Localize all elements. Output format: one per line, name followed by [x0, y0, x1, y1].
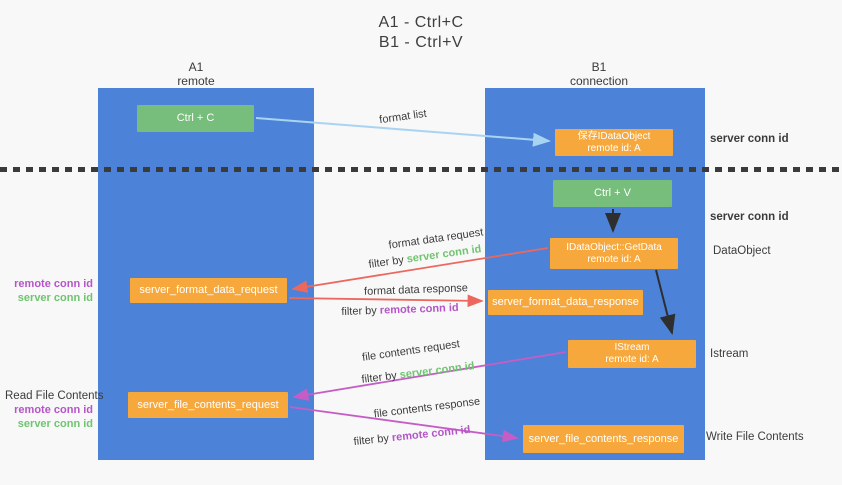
format-data-response-label: format data response: [363, 282, 469, 298]
filter-by-server-conn-id-label-1: filter byserver conn id: [368, 243, 482, 271]
server-format-data-response-label: server_format_data_response: [492, 296, 639, 308]
remote-conn-id-left-2: remote conn id: [14, 404, 93, 416]
server-format-data-request-label: server_format_data_request: [139, 284, 278, 296]
remote-conn-id-term: remote conn id: [391, 423, 471, 445]
clipboard-boundary-dotted-line: [0, 167, 842, 172]
write-file-contents-label: Write File Contents: [706, 431, 804, 443]
ctrl-c-label: Ctrl + C: [176, 112, 215, 124]
left-conn-id-group-2: Read File Contents remote conn id server…: [5, 389, 104, 431]
getdata-node: IDataObject::GetData remote id: A: [550, 238, 678, 269]
column-a-name: A1: [188, 60, 204, 74]
istream-side-label: Istream: [710, 348, 749, 360]
remote-conn-id-term: remote conn id: [379, 301, 459, 317]
ctrl-c-node: Ctrl + C: [137, 105, 254, 132]
remote-conn-id-left-1: remote conn id: [14, 278, 93, 290]
server-conn-id-right-top: server conn id: [710, 133, 789, 145]
server-file-contents-response-label: server_file_contents_response: [528, 432, 679, 445]
server-file-contents-request-label: server_file_contents_request: [137, 398, 279, 411]
dataobject-label: DataObject: [713, 245, 771, 257]
column-a-header: A1 remote: [146, 60, 246, 88]
istream-line1: IStream: [614, 342, 650, 353]
save-idataobject-node: 保存IDataObject remote id: A: [555, 129, 673, 156]
getdata-line2: remote id: A: [587, 253, 641, 265]
server-format-data-request-node: server_format_data_request: [130, 278, 287, 303]
filter-by-text: filter by: [353, 432, 390, 449]
filter-by-text: filter by: [360, 369, 398, 386]
save-idataobject-line1: 保存IDataObject: [577, 130, 651, 142]
left-conn-id-group-1: remote conn id server conn id: [10, 277, 93, 305]
file-contents-request-label: file contents request: [361, 338, 461, 364]
server-format-data-response-node: server_format_data_response: [488, 290, 643, 315]
format-data-response-arrow: [288, 294, 484, 308]
save-idataobject-line2: remote id: A: [587, 142, 641, 154]
istream-line2: remote id: A: [605, 354, 659, 365]
filter-by-text: filter by: [367, 254, 405, 271]
diagram-title-line2: B1 - Ctrl+V: [378, 34, 464, 51]
file-contents-response-label: file contents response: [373, 395, 481, 421]
server-file-contents-response-node: server_file_contents_response: [523, 425, 684, 453]
istream-node: IStream remote id: A: [568, 340, 696, 368]
ctrl-v-node: Ctrl + V: [553, 180, 672, 207]
server-conn-id-right-mid: server conn id: [710, 211, 789, 223]
ctrl-v-label: Ctrl + V: [594, 187, 631, 199]
server-file-contents-request-node: server_file_contents_request: [128, 392, 288, 418]
filter-by-text: filter by: [341, 304, 378, 319]
format-list-label: format list: [378, 107, 428, 127]
read-file-contents-label: Read File Contents: [5, 390, 104, 402]
server-conn-id-left-1: server conn id: [17, 292, 93, 304]
column-b-header: B1 connection: [549, 60, 649, 88]
getdata-line1: IDataObject::GetData: [566, 241, 662, 253]
diagram-title-line1: A1 - Ctrl+C: [378, 14, 464, 31]
column-b-subtitle: connection: [569, 74, 629, 88]
column-b-name: B1: [591, 60, 607, 74]
server-conn-id-term: server conn id: [399, 360, 476, 382]
server-conn-id-left-2: server conn id: [17, 418, 93, 430]
column-a-subtitle: remote: [177, 74, 215, 88]
